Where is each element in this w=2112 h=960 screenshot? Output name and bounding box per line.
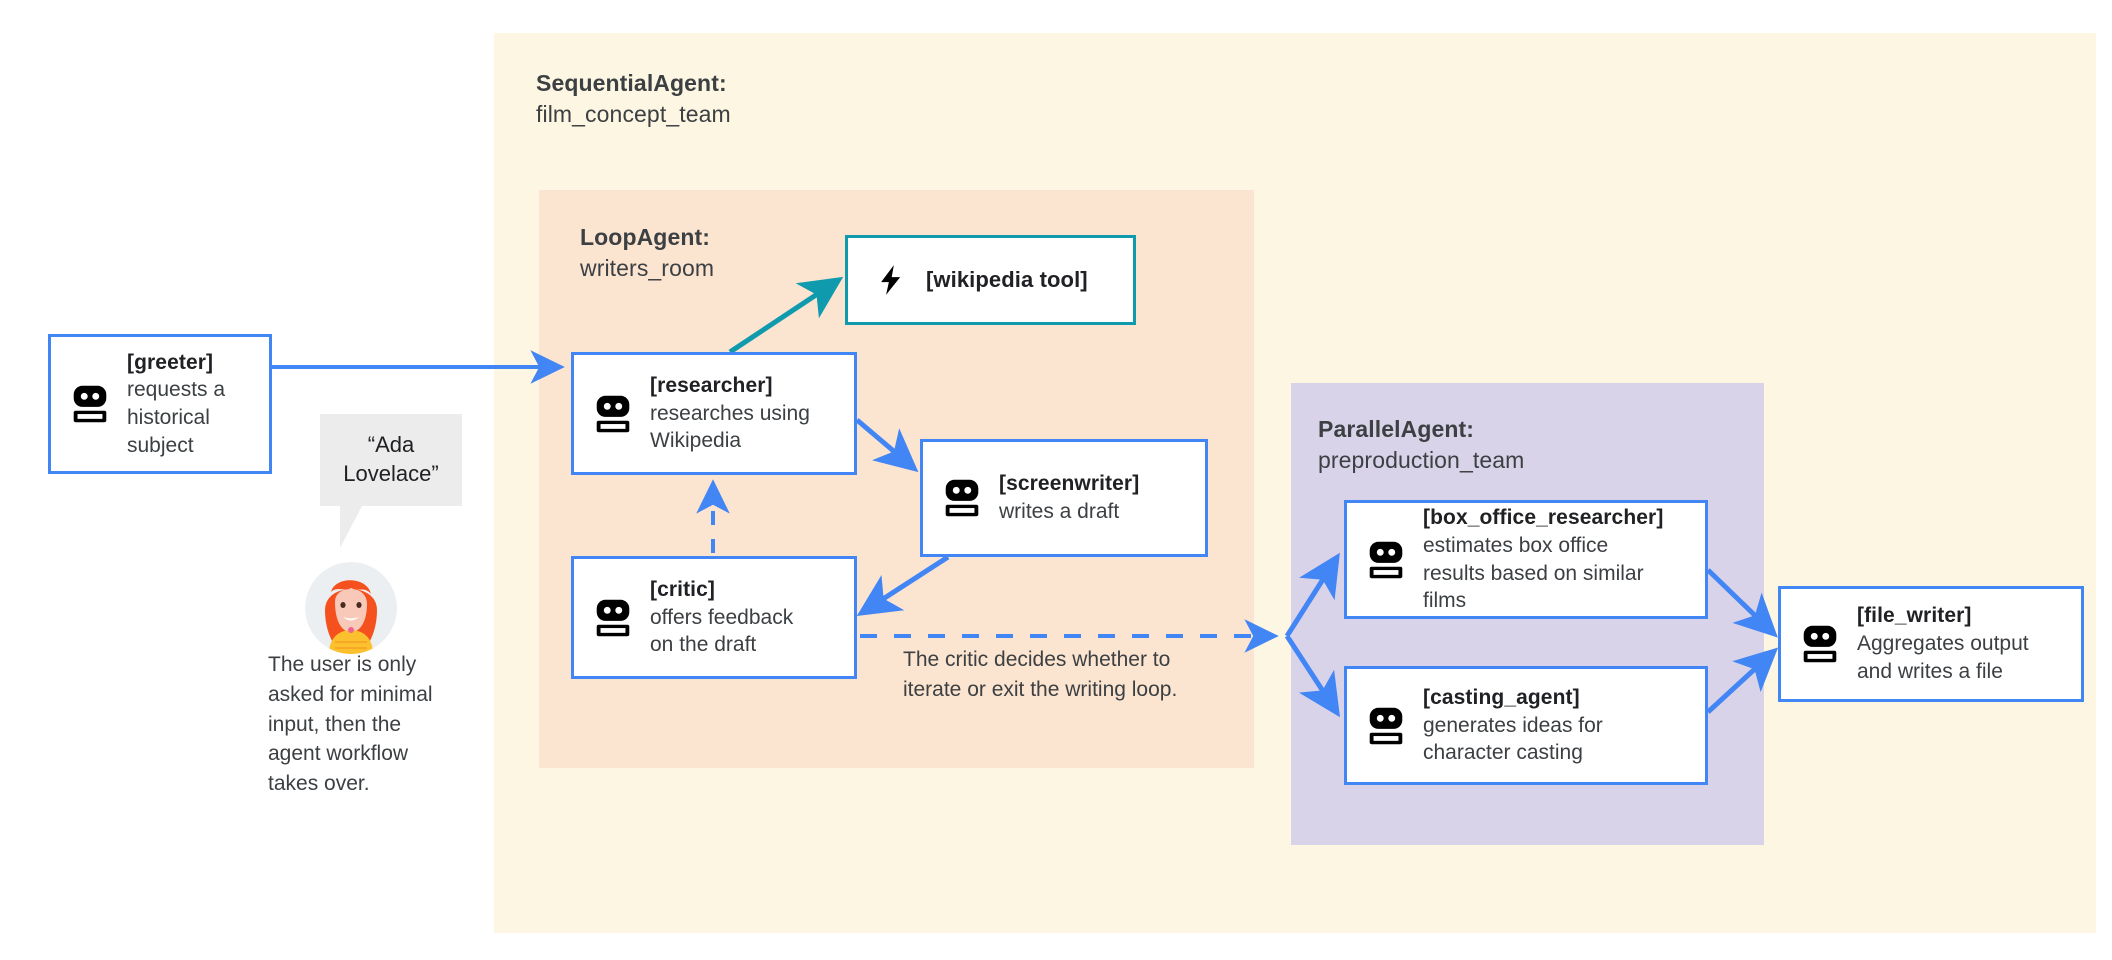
parallel-agent-name: preproduction_team (1318, 446, 1525, 473)
node-screenwriter-desc: writes a draft (999, 500, 1120, 523)
sequential-agent-type: SequentialAgent: (536, 70, 727, 96)
node-file-writer[interactable]: [file_writer] Aggregates output and writ… (1778, 586, 2084, 702)
loop-caption: The critic decides whether to iterate or… (903, 648, 1178, 701)
node-screenwriter-title: [screenwriter] (999, 472, 1140, 496)
lightning-bolt-icon (881, 265, 901, 295)
robot-icon (945, 479, 979, 517)
robot-icon (1803, 625, 1837, 663)
node-critic-desc: offers feedback on the draft (650, 605, 794, 657)
node-box-office-researcher-title: [box_office_researcher] (1423, 506, 1664, 530)
node-critic[interactable]: [critic] offers feedback on the draft (571, 556, 857, 679)
node-researcher-text: [researcher] researches using Wikipedia (650, 372, 810, 455)
node-greeter-text: [greeter] requests a historical subject (127, 349, 225, 460)
robot-icon (596, 599, 630, 636)
sequential-agent-label: SequentialAgent: film_concept_team (536, 68, 731, 130)
parallel-agent-type: ParallelAgent: (1318, 416, 1475, 442)
node-file-writer-title: [file_writer] (1857, 604, 1972, 628)
node-critic-title: [critic] (650, 577, 715, 601)
speech-bubble-tail (340, 506, 362, 548)
node-greeter-desc: requests a historical subject (127, 378, 226, 457)
node-wikipedia-tool-title: [wikipedia tool] (926, 267, 1088, 293)
node-file-writer-text: [file_writer] Aggregates output and writ… (1857, 602, 2029, 685)
parallel-agent-label: ParallelAgent: preproduction_team (1318, 414, 1524, 476)
node-researcher-desc: researches using Wikipedia (650, 401, 810, 453)
loop-agent-type: LoopAgent: (580, 224, 711, 250)
user-avatar (305, 562, 397, 654)
node-casting-agent-text: [casting_agent] generates ideas for char… (1423, 684, 1603, 767)
robot-icon (73, 385, 107, 423)
node-greeter[interactable]: [greeter] requests a historical subject (48, 334, 272, 474)
node-greeter-title: [greeter] (127, 350, 214, 374)
speech-bubble-text: “Ada Lovelace” (343, 432, 439, 486)
node-screenwriter[interactable]: [screenwriter] writes a draft (920, 439, 1208, 557)
sequential-agent-name: film_concept_team (536, 100, 731, 127)
loop-agent-name: writers_room (580, 254, 715, 281)
loop-agent-label: LoopAgent: writers_room (580, 222, 714, 284)
node-researcher[interactable]: [researcher] researches using Wikipedia (571, 352, 857, 475)
node-file-writer-desc: Aggregates output and writes a file (1857, 632, 2029, 683)
node-casting-agent-title: [casting_agent] (1423, 685, 1580, 709)
node-box-office-researcher[interactable]: [box_office_researcher] estimates box of… (1344, 500, 1708, 619)
robot-icon (1369, 707, 1403, 744)
node-researcher-title: [researcher] (650, 373, 773, 397)
node-box-office-researcher-text: [box_office_researcher] estimates box of… (1423, 504, 1663, 615)
user-caption: The user is only asked for minimal input… (268, 653, 433, 796)
node-casting-agent[interactable]: [casting_agent] generates ideas for char… (1344, 666, 1708, 785)
node-wikipedia-tool-text: [wikipedia tool] (926, 265, 1088, 294)
robot-icon (1369, 541, 1403, 578)
robot-icon (596, 395, 630, 432)
node-critic-text: [critic] offers feedback on the draft (650, 576, 793, 659)
node-wikipedia-tool[interactable]: [wikipedia tool] (845, 235, 1136, 325)
node-box-office-researcher-desc: estimates box office results based on si… (1423, 533, 1644, 613)
node-casting-agent-desc: generates ideas for character casting (1423, 713, 1603, 765)
speech-bubble: “Ada Lovelace” (320, 414, 462, 506)
node-screenwriter-text: [screenwriter] writes a draft (999, 470, 1139, 525)
